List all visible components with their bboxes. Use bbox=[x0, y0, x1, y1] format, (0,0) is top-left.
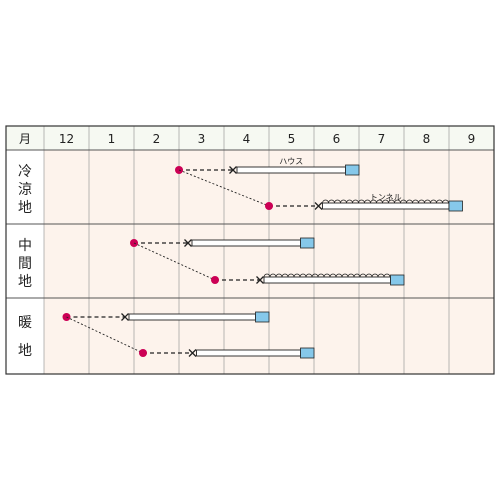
growing-period-bar bbox=[236, 166, 346, 174]
month-1: 1 bbox=[108, 132, 116, 146]
month-8: 8 bbox=[423, 132, 431, 146]
growing-period-bar bbox=[196, 349, 301, 357]
cover-label: ハウス bbox=[279, 157, 303, 166]
table-border bbox=[5, 125, 495, 375]
planting-cross bbox=[188, 349, 197, 357]
harvest-period bbox=[300, 347, 315, 359]
harvest-period bbox=[448, 200, 463, 212]
sowing-dot bbox=[139, 349, 147, 357]
month-3: 3 bbox=[198, 132, 206, 146]
planting-cross bbox=[256, 276, 264, 284]
growing-period-bar bbox=[322, 202, 450, 210]
sowing-link bbox=[178, 169, 270, 207]
region-label-char: 中 bbox=[18, 238, 32, 254]
schedule-row bbox=[66, 316, 315, 359]
month-9: 9 bbox=[468, 132, 476, 146]
harvest-period bbox=[345, 164, 360, 176]
planting-cross bbox=[314, 202, 323, 210]
region-label-char: 間 bbox=[18, 256, 32, 272]
planting-cross bbox=[121, 313, 129, 321]
schedule-row: トンネル bbox=[178, 169, 463, 212]
planting-cross bbox=[184, 239, 192, 247]
sowing-dot bbox=[265, 202, 273, 210]
month-6: 6 bbox=[333, 132, 341, 146]
region-label-char: 地 bbox=[18, 200, 32, 216]
month-2: 2 bbox=[153, 132, 161, 146]
month-7: 7 bbox=[378, 132, 386, 146]
tunnel-cover bbox=[263, 273, 391, 278]
region-label-char: 涼 bbox=[18, 182, 32, 198]
header-background bbox=[6, 126, 494, 150]
month-12: 12 bbox=[59, 132, 74, 146]
region-label-char: 暖 bbox=[18, 315, 32, 331]
region-column-background bbox=[6, 150, 44, 374]
schedule-row: ハウス bbox=[175, 157, 360, 176]
schedule-row bbox=[133, 242, 405, 286]
month-header-label: 月 bbox=[19, 132, 31, 146]
tunnel-cover bbox=[322, 199, 449, 204]
schedule-row bbox=[62, 311, 270, 323]
grid bbox=[5, 125, 495, 375]
region-label-char: 地 bbox=[18, 274, 32, 290]
month-4: 4 bbox=[243, 132, 251, 146]
harvest-period bbox=[300, 237, 315, 249]
month-5: 5 bbox=[288, 132, 296, 146]
sowing-link bbox=[133, 242, 216, 281]
growing-period-bar bbox=[191, 239, 301, 247]
planting-cross bbox=[229, 166, 237, 174]
schedule-row bbox=[130, 237, 315, 249]
harvest-period bbox=[390, 274, 405, 286]
harvest-period bbox=[255, 311, 270, 323]
growing-period-bar bbox=[263, 276, 391, 284]
region-label-char: 地 bbox=[18, 343, 32, 359]
region-label-char: 冷 bbox=[18, 164, 32, 180]
sowing-dot bbox=[211, 276, 219, 284]
cover-label: トンネル bbox=[370, 193, 402, 202]
growing-period-bar bbox=[128, 313, 256, 321]
